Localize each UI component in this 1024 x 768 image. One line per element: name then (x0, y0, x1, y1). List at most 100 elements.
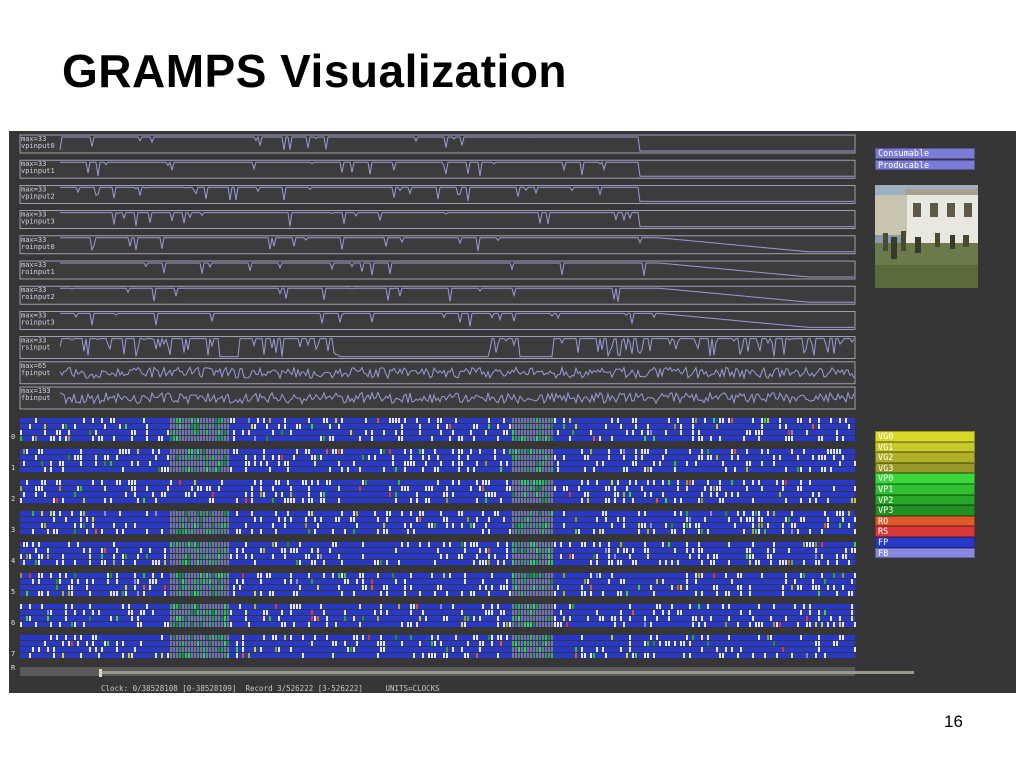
unit-activity-mark (356, 635, 358, 640)
unit-activity-mark (590, 653, 592, 658)
unit-activity-mark (179, 511, 181, 516)
unit-activity-mark (395, 492, 397, 497)
unit-activity-mark (485, 498, 487, 503)
unit-activity-mark (512, 591, 514, 596)
unit-activity-mark (512, 436, 514, 441)
unit-activity-mark (311, 616, 313, 621)
unit-activity-mark (437, 635, 439, 640)
unit-activity-mark (728, 604, 730, 609)
unit-activity-mark (278, 424, 280, 429)
unit-activity-mark (854, 542, 856, 547)
unit-activity-mark (653, 436, 655, 441)
unit-activity-mark (275, 511, 277, 516)
unit-activity-mark (200, 554, 202, 559)
unit-activity-mark (62, 554, 64, 559)
unit-activity-mark (590, 430, 592, 435)
buffer-occupancy-line (60, 287, 854, 303)
unit-activity-mark (122, 449, 124, 454)
unit-activity-mark (548, 573, 550, 578)
unit-activity-mark (506, 486, 508, 491)
unit-activity-mark (209, 585, 211, 590)
unit-activity-mark (50, 461, 52, 466)
unit-activity-mark (203, 560, 205, 565)
unit-activity-mark (203, 622, 205, 627)
unit-activity-mark (344, 610, 346, 615)
unit-activity-mark (824, 579, 826, 584)
unit-activity-mark (524, 461, 526, 466)
unit-activity-mark (176, 579, 178, 584)
unit-activity-mark (500, 610, 502, 615)
unit-activity-mark (854, 573, 856, 578)
unit-activity-mark (59, 511, 61, 516)
unit-activity-mark (545, 635, 547, 640)
buffer-max-label: max=33 (21, 185, 46, 193)
unit-activity-mark (308, 486, 310, 491)
buffer-name-label: vpinput0 (21, 142, 55, 150)
unit-activity-mark (35, 560, 37, 565)
unit-activity-mark (176, 529, 178, 534)
unit-activity-mark (131, 616, 133, 621)
unit-activity-mark (200, 461, 202, 466)
unit-activity-mark (245, 467, 247, 472)
unit-activity-mark (179, 610, 181, 615)
unit-activity-mark (218, 647, 220, 652)
unit-activity-mark (767, 635, 769, 640)
unit-activity-mark (65, 436, 67, 441)
unit-activity-mark (461, 436, 463, 441)
unit-activity-mark (752, 480, 754, 485)
unit-activity-mark (23, 542, 25, 547)
unit-activity-mark (767, 449, 769, 454)
unit-activity-mark (251, 486, 253, 491)
unit-activity-mark (209, 455, 211, 460)
unit-activity-mark (515, 610, 517, 615)
unit-activity-mark (272, 486, 274, 491)
unit-activity-mark (185, 430, 187, 435)
core-label-0: 0 (11, 433, 15, 441)
unit-activity-mark (548, 511, 550, 516)
unit-activity-mark (779, 622, 781, 627)
unit-activity-mark (530, 647, 532, 652)
unit-activity-mark (356, 579, 358, 584)
unit-activity-mark (653, 529, 655, 534)
unit-activity-mark (623, 523, 625, 528)
unit-activity-mark (185, 455, 187, 460)
unit-activity-mark (179, 542, 181, 547)
unit-activity-mark (383, 529, 385, 534)
unit-activity-mark (518, 591, 520, 596)
unit-activity-mark (818, 436, 820, 441)
unit-activity-mark (587, 579, 589, 584)
core-row-bg (20, 647, 855, 652)
unit-activity-mark (743, 480, 745, 485)
unit-activity-mark (722, 498, 724, 503)
unit-activity-mark (200, 641, 202, 646)
unit-activity-mark (521, 511, 523, 516)
unit-activity-mark (842, 585, 844, 590)
unit-activity-mark (125, 591, 127, 596)
unit-activity-mark (173, 604, 175, 609)
unit-activity-mark (632, 610, 634, 615)
unit-activity-mark (521, 635, 523, 640)
unit-activity-mark (674, 641, 676, 646)
unit-activity-mark (188, 523, 190, 528)
unit-activity-mark (821, 455, 823, 460)
unit-activity-mark (143, 585, 145, 590)
unit-activity-mark (680, 511, 682, 516)
timeline-canvas[interactable]: max=33vpinput0max=33vpinput1max=33vpinpu… (9, 131, 1016, 693)
unit-activity-mark (746, 517, 748, 522)
unit-activity-mark (176, 542, 178, 547)
unit-activity-mark (746, 430, 748, 435)
unit-activity-mark (29, 616, 31, 621)
unit-activity-mark (488, 418, 490, 423)
unit-activity-mark (431, 436, 433, 441)
unit-activity-mark (248, 622, 250, 627)
unit-activity-mark (602, 616, 604, 621)
unit-activity-mark (353, 647, 355, 652)
unit-activity-mark (521, 579, 523, 584)
unit-activity-mark (26, 542, 28, 547)
unit-activity-mark (227, 635, 229, 640)
unit-activity-mark (206, 523, 208, 528)
unit-activity-mark (641, 455, 643, 460)
unit-activity-mark (152, 579, 154, 584)
unit-activity-mark (407, 622, 409, 627)
